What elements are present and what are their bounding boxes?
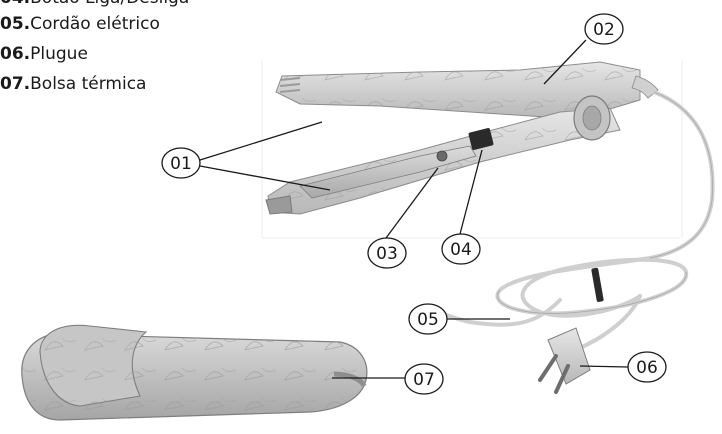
svg-text:06: 06 bbox=[636, 358, 658, 378]
svg-text:04: 04 bbox=[450, 240, 472, 260]
callout-04: 04 bbox=[442, 234, 480, 264]
callout-02: 02 bbox=[585, 14, 623, 44]
svg-text:07: 07 bbox=[413, 370, 435, 390]
thermal-pouch bbox=[22, 325, 367, 420]
callout-01: 01 bbox=[162, 148, 200, 178]
callout-07: 07 bbox=[405, 364, 443, 394]
callout-03: 03 bbox=[368, 238, 406, 268]
svg-text:02: 02 bbox=[593, 20, 615, 40]
svg-text:01: 01 bbox=[170, 154, 192, 174]
svg-text:03: 03 bbox=[376, 244, 398, 264]
callout-05: 05 bbox=[409, 304, 447, 334]
indicator-icon bbox=[437, 151, 447, 161]
callout-06: 06 bbox=[628, 352, 666, 382]
plug bbox=[540, 328, 590, 392]
hair-straightener bbox=[266, 62, 658, 214]
svg-text:05: 05 bbox=[417, 310, 439, 330]
